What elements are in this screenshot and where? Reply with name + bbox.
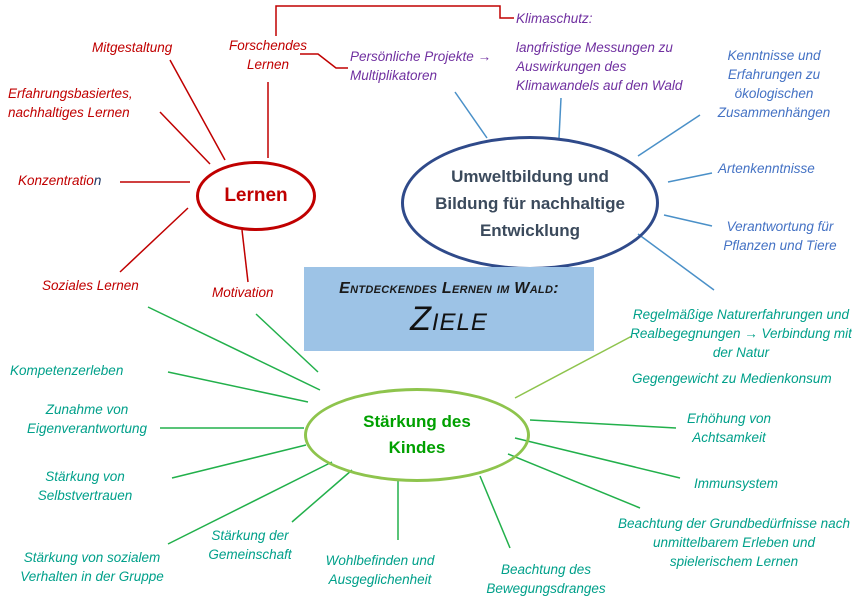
label-immunsystem: Immunsystem xyxy=(694,476,779,491)
hub-umweltbildung: Umweltbildung und Bildung für nachhaltig… xyxy=(401,136,659,270)
connector-arten xyxy=(667,172,713,183)
label-erhoehung-achtsamkeit: Erhöhung von Achtsamkeit xyxy=(686,411,772,445)
label-konzentration: Konzentration xyxy=(18,171,101,190)
connector-achtsamkeit xyxy=(529,419,677,429)
connector-kenntnisse xyxy=(637,114,701,157)
title-subtitle: Entdeckendes Lernen im Wald: xyxy=(339,279,559,297)
hub-umweltbildung-label: Umweltbildung und Bildung für nachhaltig… xyxy=(435,166,625,240)
connector-sozial xyxy=(119,207,189,273)
hub-lernen-label: Lernen xyxy=(224,185,288,206)
label-forschendes-lernen: Forschendes Lernen xyxy=(228,38,308,72)
label-regelmaessige-naturerfahrungen: Regelmäßige Naturerfahrungen und Realbeg… xyxy=(630,307,852,360)
label-bewegungsdrang: Beachtung des Bewegungsdranges xyxy=(486,562,606,596)
connector-selbst xyxy=(171,444,307,479)
label-eigenverantwortung: Zunahme von Eigenverantwortung xyxy=(26,402,148,436)
connector-immun xyxy=(514,437,681,479)
label-soziales-lernen: Soziales Lernen xyxy=(42,278,139,293)
label-erfahrungsbasiertes-lernen: Erfahrungsbasiertes, nachhaltiges Lernen xyxy=(8,86,133,120)
connector-mitgestaltung xyxy=(169,59,226,161)
hub-staerkung-kind-label: Stärkung des Kindes xyxy=(363,412,471,457)
label-konzentration-end: n xyxy=(93,173,102,188)
label-kompetenzerleben: Kompetenzerleben xyxy=(10,363,124,378)
connector-sozial-kind xyxy=(147,306,321,391)
label-motivation: Motivation xyxy=(212,285,274,300)
label-mitgestaltung: Mitgestaltung xyxy=(92,40,173,55)
title-main: Ziele xyxy=(410,299,488,338)
label-selbstvertrauen: Stärkung von Selbstvertrauen xyxy=(37,469,133,503)
label-persoenliche-projekte: Persönliche Projekte → Multiplikatoren xyxy=(350,49,492,83)
connector-sozialgruppe xyxy=(167,461,333,545)
connector-regel xyxy=(514,335,633,399)
connector-klima-bracket xyxy=(275,5,514,36)
label-langfristige-messungen: langfristige Messungen zu Auswirkungen d… xyxy=(516,40,683,93)
connector-kompetenz xyxy=(167,371,309,403)
label-klimaschutz: Klimaschutz: xyxy=(516,11,593,26)
label-wohlbefinden: Wohlbefinden und Ausgeglichenheit xyxy=(325,553,435,587)
label-verantwortung: Verantwortung für Pflanzen und Tiere xyxy=(723,219,837,253)
connector-motivation xyxy=(241,229,249,283)
hub-lernen: Lernen xyxy=(196,161,316,231)
connector-verantwortung xyxy=(663,214,713,227)
label-konzentration-main: Konzentratio xyxy=(18,173,94,188)
label-artenkenntnisse: Artenkenntnisse xyxy=(718,161,815,176)
connector-messungen xyxy=(558,97,562,139)
label-grundbeduerfnisse: Beachtung der Grundbedürfnisse nach unmi… xyxy=(618,516,850,569)
connector-regel-umwelt xyxy=(637,233,715,291)
label-sozialem-verhalten: Stärkung von sozialem Verhalten in der G… xyxy=(20,550,164,584)
label-staerkung-gemeinschaft: Stärkung der Gemeinschaft xyxy=(208,528,292,562)
connector-bewegung xyxy=(479,475,511,549)
connector-projekte-umwelt xyxy=(454,91,488,139)
connector-erfahrung xyxy=(159,111,211,165)
title-box: Entdeckendes Lernen im Wald: Ziele xyxy=(304,267,594,351)
connector-grund xyxy=(507,453,641,509)
label-kenntnisse-erfahrungen: Kenntnisse und Erfahrungen zu ökologisch… xyxy=(717,48,831,120)
label-gegengewicht-medienkonsum: Gegengewicht zu Medienkonsum xyxy=(632,371,832,386)
connector-motivation-kind xyxy=(255,313,319,373)
connector-projekte xyxy=(300,53,348,69)
hub-staerkung-kind: Stärkung des Kindes xyxy=(304,388,530,482)
connector-gemeinschaft xyxy=(291,469,353,523)
